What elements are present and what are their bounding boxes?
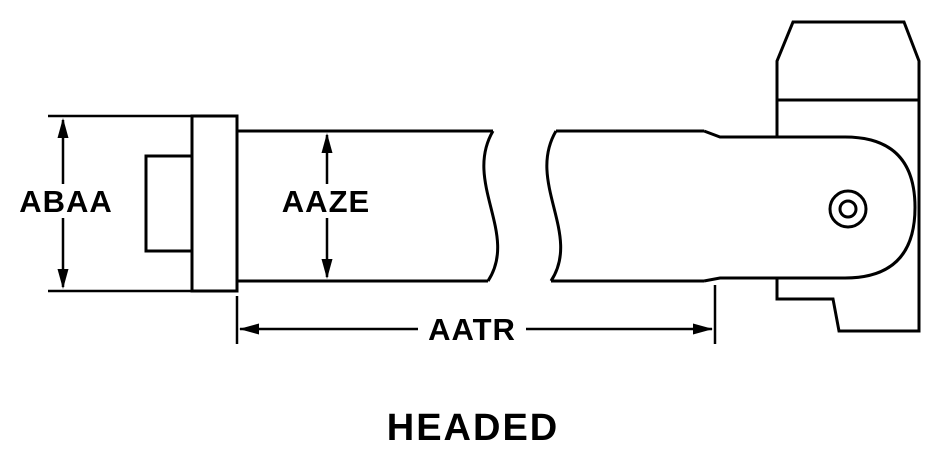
abaa-label: ABAA: [19, 184, 113, 219]
abaa-arrowhead-down: [57, 269, 69, 289]
aaze-label: AAZE: [282, 184, 370, 219]
eye-outline: [703, 129, 917, 283]
dimension-abaa: ABAA: [17, 114, 192, 293]
dimension-aatr: AATR: [235, 285, 717, 347]
aatr-arrowhead-left: [239, 323, 259, 335]
head-boss: [144, 154, 194, 253]
diagram-caption: HEADED: [387, 407, 559, 449]
pin-head: [144, 114, 239, 293]
aatr-label: AATR: [428, 312, 516, 347]
shaft-break-line-right: [545, 130, 563, 282]
eye-fill: [710, 134, 915, 279]
bracket-top-lug: [775, 20, 921, 102]
aatr-arrowhead-right: [693, 323, 713, 335]
aatr-label-bg: [418, 312, 526, 346]
pin-eye-end: [703, 129, 917, 283]
pivot-hole-inner: [838, 199, 858, 219]
pivot-hole-outer: [828, 189, 868, 229]
aaze-arrowhead-down: [321, 259, 333, 279]
aaze-label-bg: [276, 184, 376, 218]
head-flange: [190, 114, 239, 293]
abaa-arrowhead-up: [57, 118, 69, 138]
aaze-arrowhead-up: [321, 133, 333, 153]
pin-shaft: [237, 129, 704, 283]
shaft-break-line-left: [482, 130, 500, 282]
abaa-label-bg: [17, 184, 117, 218]
dimension-aaze: AAZE: [276, 133, 376, 279]
